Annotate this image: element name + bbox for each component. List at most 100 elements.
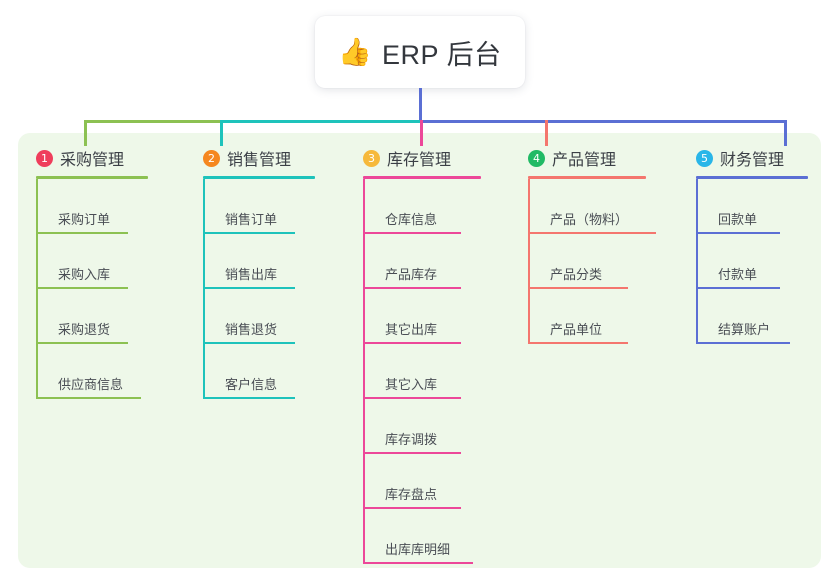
branch-item[interactable]: 结算账户 [696,289,808,344]
branch-item-label: 产品分类 [550,267,603,282]
branch-item[interactable]: 产品库存 [363,234,481,289]
branch-number-badge: 2 [203,149,220,167]
branch-item[interactable]: 回款单 [696,179,808,234]
branch-item-inner: 产品单位 [528,319,628,344]
branch-item[interactable]: 库存调拨 [363,399,481,454]
branch-item-inner: 客户信息 [203,374,295,399]
branch-item-underline [363,562,473,564]
branch-item[interactable]: 产品单位 [528,289,646,344]
branch-item-inner: 付款单 [696,264,780,289]
branch-item[interactable]: 付款单 [696,234,808,289]
branch-number-badge: 1 [36,149,53,167]
branch-item-inner: 库存调拨 [363,429,461,454]
branch-item-underline [36,397,141,399]
branch-item-underline [696,342,790,344]
branch-item[interactable]: 采购订单 [36,179,148,234]
branch-item[interactable]: 销售退货 [203,289,315,344]
branch-item-label: 出库库明细 [385,542,451,557]
branch-item-label: 仓库信息 [385,212,438,227]
branch-item-list: 采购订单采购入库采购退货供应商信息 [36,179,148,399]
bus-bus-teal [220,120,420,123]
branch-item-underline [363,232,461,234]
branch-item[interactable]: 客户信息 [203,344,315,399]
branch-item-underline [36,287,128,289]
branch-item-label: 供应商信息 [58,377,124,392]
branch-item-inner: 采购订单 [36,209,128,234]
branch-item-inner: 回款单 [696,209,780,234]
branch-item-label: 产品（物料） [550,212,629,227]
branch-item-inner: 出库库明细 [363,539,473,564]
branch-spine [528,179,530,344]
branch-header-2[interactable]: 2 销售管理 [203,146,315,170]
thumbs-up-icon: 👍 [338,36,373,67]
root-stem-connector [419,88,422,123]
branch-drop-connector-2 [220,120,223,146]
branch-item-underline [203,342,295,344]
branch-item-underline [363,342,461,344]
branch-item-inner: 库存盘点 [363,484,461,509]
branch-item-list: 产品（物料） 产品分类产品单位 [528,179,656,344]
branch-underline [528,176,646,179]
branch-spine [36,179,38,399]
branch-item[interactable]: 产品分类 [528,234,646,289]
branch-item-inner: 销售退货 [203,319,295,344]
branch-item-underline [528,287,628,289]
branch-drop-connector-1 [84,120,87,146]
branch-item-inner: 销售订单 [203,209,295,234]
branch-item-inner: 其它出库 [363,319,461,344]
branch-item-underline [363,397,461,399]
branch-item[interactable]: 采购退货 [36,289,148,344]
branch-column-2: 2 销售管理销售订单销售出库销售退货客户信息 [203,146,315,399]
branch-item-inner: 其它入库 [363,374,461,399]
branch-item-list: 销售订单销售出库销售退货客户信息 [203,179,315,399]
branch-item-label: 其它入库 [385,377,438,392]
branch-underline [363,176,481,179]
root-node-card[interactable]: 👍 ERP 后台 [315,16,525,88]
branch-item-list: 回款单付款单结算账户 [696,179,808,344]
branch-title: 采购管理 [60,152,125,169]
branch-item[interactable]: 销售订单 [203,179,315,234]
branch-item[interactable]: 销售出库 [203,234,315,289]
branch-drop-connector-4 [545,120,548,146]
branch-drop-connector-3 [420,120,423,146]
branch-item-inner: 产品（物料） [528,209,656,234]
branch-item-label: 采购退货 [58,322,111,337]
branch-title: 财务管理 [720,152,785,169]
branch-item-label: 产品库存 [385,267,438,282]
branch-item-underline [528,342,628,344]
branch-item[interactable]: 库存盘点 [363,454,481,509]
diagram-canvas [18,133,821,568]
branch-item-underline [363,287,461,289]
branch-title: 产品管理 [552,152,617,169]
branch-item-underline [696,287,780,289]
branch-item[interactable]: 产品（物料） [528,179,656,234]
branch-title: 库存管理 [387,152,452,169]
branch-item-inner: 销售出库 [203,264,295,289]
branch-item-underline [528,232,656,234]
branch-item-underline [363,507,461,509]
branch-item-label: 回款单 [718,212,758,227]
branch-item-underline [36,232,128,234]
branch-item[interactable]: 出库库明细 [363,509,481,564]
branch-header-1[interactable]: 1 采购管理 [36,146,148,170]
branch-item-label: 采购入库 [58,267,111,282]
branch-item-label: 客户信息 [225,377,278,392]
branch-item-label: 其它出库 [385,322,438,337]
branch-item[interactable]: 供应商信息 [36,344,148,399]
branch-underline [203,176,315,179]
branch-item[interactable]: 仓库信息 [363,179,481,234]
branch-drop-connector-5 [784,120,787,146]
branch-item[interactable]: 其它入库 [363,344,481,399]
branch-item[interactable]: 其它出库 [363,289,481,344]
branch-title: 销售管理 [227,152,292,169]
branch-item-label: 销售订单 [225,212,278,227]
bus-bus-green [84,120,220,123]
branch-item[interactable]: 采购入库 [36,234,148,289]
branch-underline [696,176,808,179]
branch-spine [203,179,205,399]
